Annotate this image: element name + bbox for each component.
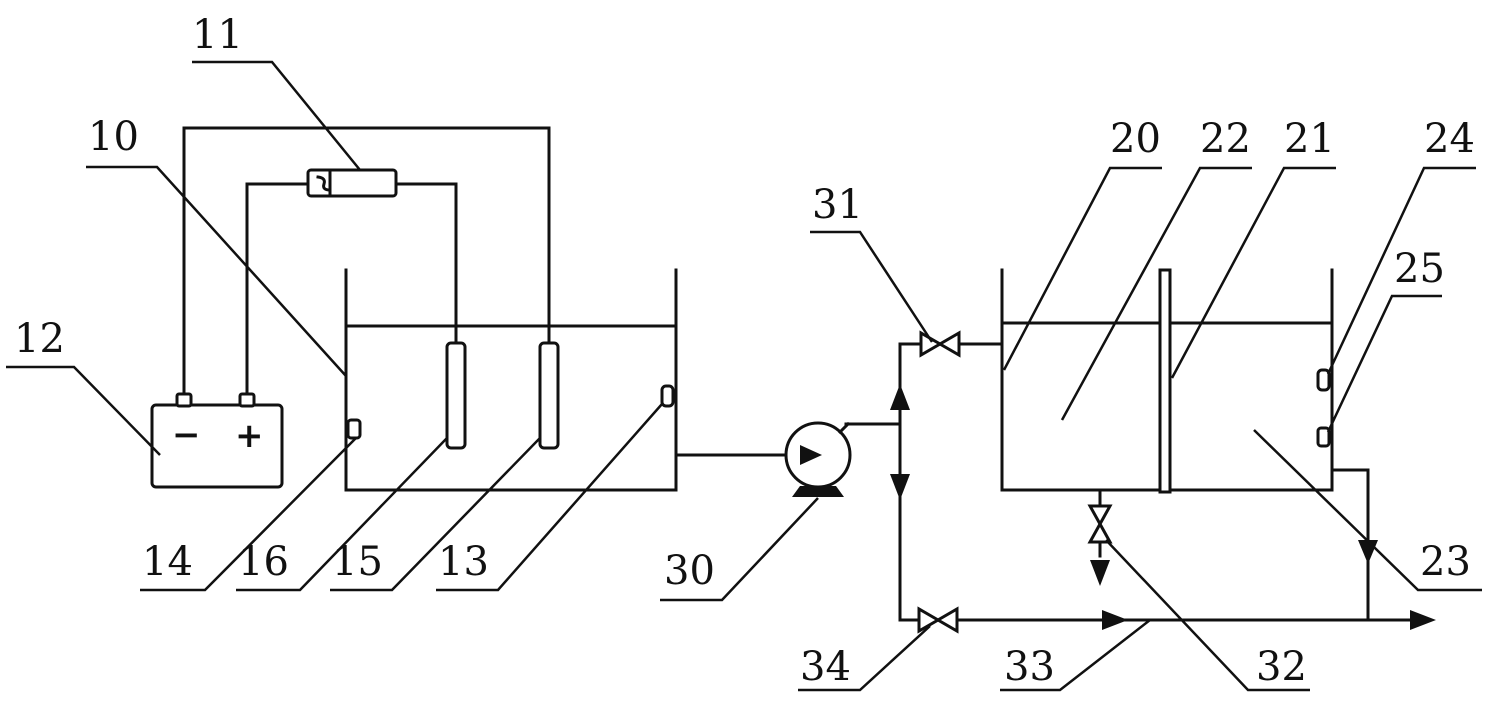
electrode-16 [445, 182, 467, 450]
flow-arrow-up [890, 384, 910, 410]
label-22: 22 [1200, 116, 1251, 162]
flow-arrow-settling-outlet [1358, 540, 1378, 564]
electrode-15 [538, 126, 560, 450]
label-25: 25 [1394, 246, 1445, 292]
label-34: 34 [800, 644, 851, 690]
label-12: 12 [14, 316, 65, 362]
label-23: 23 [1420, 539, 1471, 585]
pump-30 [784, 421, 852, 497]
label-10: 10 [88, 114, 139, 160]
wiring [182, 126, 551, 394]
leader-lines [6, 60, 1482, 692]
label-15: 15 [332, 539, 383, 585]
label-30: 30 [664, 548, 715, 594]
label-11: 11 [192, 12, 243, 58]
label-24: 24 [1424, 116, 1475, 162]
label-33: 33 [1004, 644, 1055, 690]
sensor-14 [346, 418, 362, 440]
flow-arrow-down [890, 474, 910, 500]
label-32: 32 [1256, 644, 1307, 690]
label-14: 14 [142, 539, 193, 585]
label-16: 16 [238, 539, 289, 585]
flow-arrow-bypass [1102, 610, 1128, 630]
label-13: 13 [438, 539, 489, 585]
sensor-24 [1316, 368, 1331, 392]
label-31: 31 [812, 182, 863, 228]
label-21: 21 [1284, 116, 1335, 162]
valve-34 [917, 606, 959, 634]
drain-valve-32 [1087, 490, 1113, 586]
baffle-21 [1158, 268, 1172, 494]
battery-12: − + [150, 392, 284, 489]
battery-negative-sign: − [172, 415, 201, 455]
label-20: 20 [1110, 116, 1161, 162]
sensor-13 [660, 384, 675, 408]
flow-arrow-final-outlet [1410, 610, 1436, 630]
sensor-25 [1316, 426, 1331, 448]
settling-outlet-pipe [1332, 468, 1370, 622]
part-labels: 10 11 12 14 16 15 13 30 31 34 33 32 20 2… [14, 12, 1475, 690]
valve-31 [919, 330, 961, 358]
meter-11 [306, 168, 398, 198]
battery-positive-sign: + [235, 416, 264, 456]
electrolysis-tank [344, 268, 678, 492]
